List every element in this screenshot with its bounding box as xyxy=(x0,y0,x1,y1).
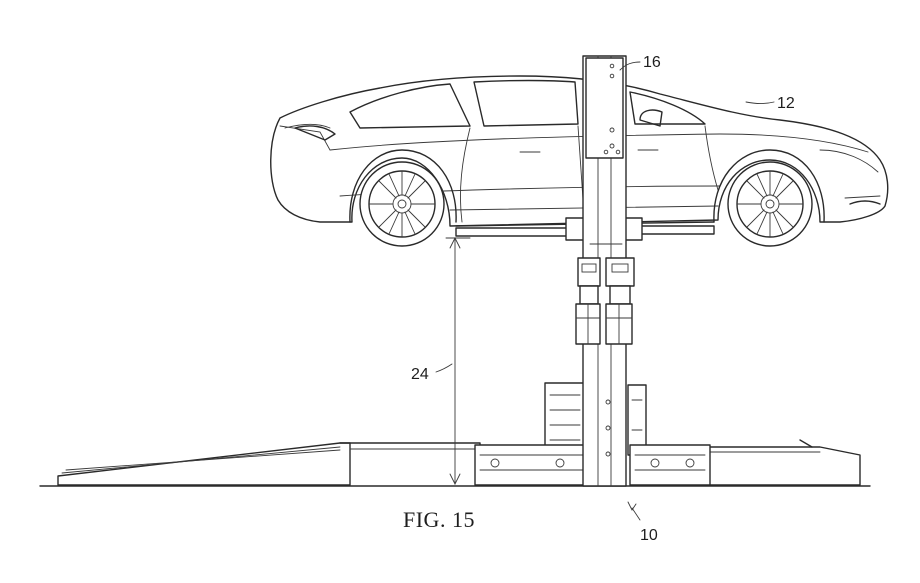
rear-wheel xyxy=(359,161,445,247)
ref-numeral-lift: 10 xyxy=(640,527,658,544)
ref-numeral-column: 16 xyxy=(643,54,661,71)
height-dimension xyxy=(435,236,471,486)
front-wheel xyxy=(727,161,813,247)
lift-base-carriage xyxy=(474,382,711,486)
figure-caption: FIG. 15 xyxy=(403,507,475,532)
drive-on-ramp xyxy=(57,442,481,486)
ref-numeral-height: 24 xyxy=(411,366,429,383)
leader-lines xyxy=(619,61,775,521)
vehicle-body xyxy=(270,75,889,233)
ref-numeral-vehicle: 12 xyxy=(777,95,795,112)
actuator-assembly xyxy=(575,257,635,345)
